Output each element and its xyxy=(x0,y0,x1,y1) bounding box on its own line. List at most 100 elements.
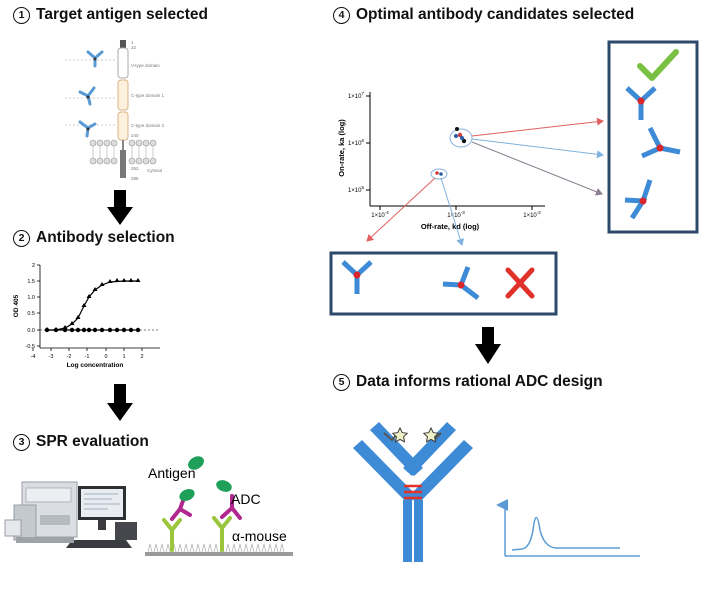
signal-peptide xyxy=(120,40,126,48)
antigen-molecule-icon xyxy=(188,456,204,470)
svg-text:1×107: 1×107 xyxy=(348,91,365,100)
step-4-text: Optimal antibody candidates selected xyxy=(356,6,635,23)
selected-arrow xyxy=(471,117,604,137)
y-axis-label: OD 405 xyxy=(13,294,20,317)
small-antibody-icon xyxy=(78,50,104,138)
y-tick: 1.0 xyxy=(27,295,35,301)
antigen-schematic: 1 22 V-type domain C-type domain 1 C-typ… xyxy=(65,40,165,181)
antigen-label: Antigen xyxy=(148,465,195,481)
control-points xyxy=(44,327,141,333)
step-1-title: 1 Target antigen selected xyxy=(13,6,208,24)
x-tick-exponent: -4 xyxy=(385,210,389,215)
kinetics-plot: 1×107 1×106 1×105 1×10-4 1×10-3 1×10-2 O… xyxy=(337,91,604,246)
x-tick: -3 xyxy=(49,354,54,360)
aa-label: 1 xyxy=(131,40,134,45)
step-4-title: 4 Optimal antibody candidates selected xyxy=(333,6,634,24)
step-number: 1 xyxy=(13,7,30,24)
step-number: 2 xyxy=(13,230,30,247)
x-tick: -1 xyxy=(85,354,90,360)
step-5-title: 5 Data informs rational ADC design xyxy=(333,373,603,391)
x-tick: 1 xyxy=(122,354,125,360)
x-tick: -2 xyxy=(67,354,72,360)
adc-design-diagram xyxy=(353,422,640,562)
capture-antibody-icon xyxy=(162,516,232,552)
antigen-molecule-icon xyxy=(216,480,232,492)
disulfide-bond xyxy=(404,484,422,500)
y-tick: 1×10 xyxy=(348,188,362,194)
svg-text:1×10-2: 1×10-2 xyxy=(523,210,541,219)
domain-label: V-type domain xyxy=(131,63,160,68)
rejected-arrow xyxy=(440,177,465,246)
step-2-text: Antibody selection xyxy=(36,229,175,246)
v-domain xyxy=(117,47,129,79)
flow-arrow-icon xyxy=(107,190,133,421)
payload-star-icon xyxy=(391,426,440,443)
sensor-chip xyxy=(145,552,293,556)
flow-arrow-icon xyxy=(475,327,501,364)
y-tick: 0.5 xyxy=(27,311,35,317)
aa-label: 22 xyxy=(131,45,137,50)
y-tick: 0.0 xyxy=(27,328,35,334)
tm-domain xyxy=(120,150,126,178)
c1-domain xyxy=(117,79,129,111)
y-tick: -0.5 xyxy=(26,344,35,350)
adc-antibody-icon xyxy=(353,422,473,504)
svg-text:1×10-4: 1×10-4 xyxy=(371,210,389,219)
step-number: 4 xyxy=(333,7,350,24)
chromatogram-peak xyxy=(511,516,620,551)
adc-label: ADC xyxy=(231,491,261,507)
rejected-arrow xyxy=(366,177,436,242)
step-number: 5 xyxy=(333,374,350,391)
elisa-chart: 2 1.5 1.0 0.5 0.0 -0.5 -4 -3 -2 -1 0 1 2… xyxy=(13,263,160,369)
selected-arrow xyxy=(471,141,603,196)
y-tick: 1.5 xyxy=(27,279,35,285)
svg-text:1×10-3: 1×10-3 xyxy=(447,210,465,219)
x-tick: 0 xyxy=(104,354,107,360)
y-axis-label: On-rate, ka (log) xyxy=(337,119,346,177)
x-tick: 1×10 xyxy=(447,213,461,219)
check-icon xyxy=(637,49,679,81)
x-axis-label: Off-rate, kd (log) xyxy=(421,222,480,231)
x-tick: -4 xyxy=(31,354,36,360)
spr-surface-diagram: Antigen ADC α-mouse xyxy=(145,456,293,556)
step-3-text: SPR evaluation xyxy=(36,433,149,450)
step-5-text: Data informs rational ADC design xyxy=(356,373,603,390)
selected-arrow xyxy=(471,138,604,159)
capture-label: α-mouse xyxy=(232,528,287,544)
cross-icon xyxy=(505,267,535,299)
x-tick: 1×10 xyxy=(523,213,537,219)
y-tick: 2 xyxy=(32,263,35,269)
y-tick-exponent: 7 xyxy=(361,91,364,96)
domain-label: C-type domain 1 xyxy=(131,93,165,98)
c2-domain xyxy=(117,111,129,141)
y-tick: 1×10 xyxy=(348,141,362,147)
binding-curve xyxy=(47,280,138,331)
spr-instrument-icon xyxy=(4,481,137,548)
y-tick-exponent: 6 xyxy=(361,138,364,143)
selected-candidates-panel xyxy=(607,40,699,234)
svg-text:1×106: 1×106 xyxy=(348,138,365,147)
domain-label: C-type domain 2 xyxy=(131,123,165,128)
aa-label: 262 xyxy=(131,166,139,171)
rejected-candidates-panel xyxy=(329,251,558,316)
svg-text:1×105: 1×105 xyxy=(348,185,365,194)
low-affinity-cluster xyxy=(430,168,448,180)
step-number: 3 xyxy=(13,434,30,451)
y-tick: 1×10 xyxy=(348,94,362,100)
x-axis-label: Log concentration xyxy=(67,362,124,369)
step-1-text: Target antigen selected xyxy=(36,6,208,23)
step-2-title: 2 Antibody selection xyxy=(13,229,175,247)
aa-label: 285 xyxy=(131,176,139,181)
antigen-molecule-icon xyxy=(179,488,195,502)
adc-antibody-icon xyxy=(170,494,242,521)
x-tick: 1×10 xyxy=(371,213,385,219)
binding-points xyxy=(44,278,141,331)
step-3-title: 3 SPR evaluation xyxy=(13,433,149,451)
x-tick: 2 xyxy=(140,354,143,360)
cell-membrane xyxy=(89,139,157,165)
y-tick-exponent: 5 xyxy=(361,185,364,190)
x-tick-exponent: -2 xyxy=(537,210,541,215)
x-tick-exponent: -3 xyxy=(461,210,465,215)
cytosol-label: Cytosol xyxy=(147,168,162,173)
